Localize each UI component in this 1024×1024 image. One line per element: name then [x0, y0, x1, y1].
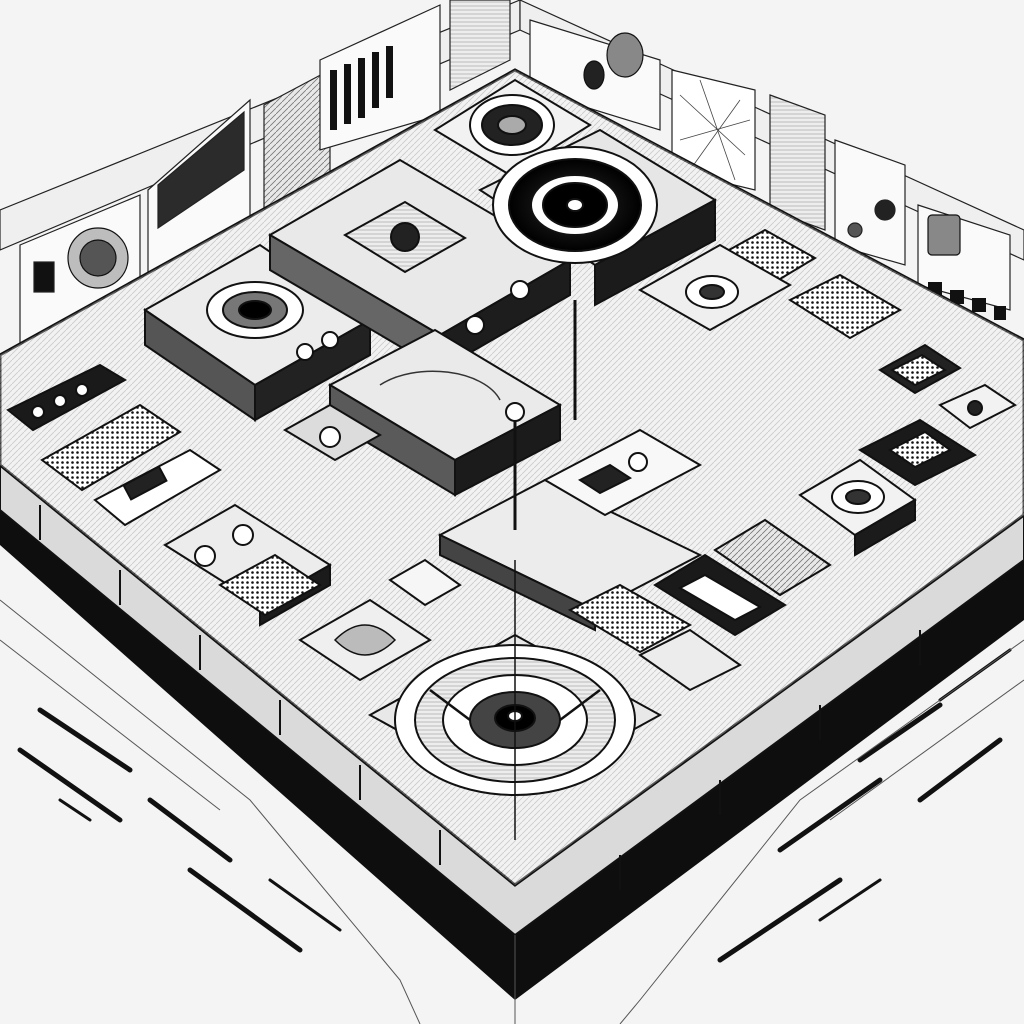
map-lines: [679, 79, 751, 181]
left-panel-5: [449, 0, 511, 91]
knob-icon: [628, 452, 648, 472]
center-stack: [283, 300, 703, 632]
bar-stripes: [330, 46, 393, 130]
knob-small-icon: [847, 222, 863, 238]
knob-icon: [194, 545, 216, 567]
knob-icon: [874, 199, 896, 221]
module-panel: [638, 628, 742, 692]
module-screen: [713, 518, 832, 597]
knob-icon: [296, 343, 314, 361]
lower-left-modules: [163, 503, 462, 682]
raised-block-chip: [268, 158, 572, 372]
vent-grille-icon: [787, 273, 903, 340]
small-box: [388, 558, 462, 607]
right-panel-2: [769, 94, 826, 231]
raised-block-speaker: [143, 243, 372, 422]
square-indicators: [928, 282, 1006, 320]
dial-spoke: [429, 689, 471, 721]
knob-icon: [505, 402, 525, 422]
dial-core-icon: [699, 284, 725, 300]
vent-grille-icon: [567, 583, 693, 654]
oval-icon: [606, 32, 644, 78]
cartridge-label: [677, 573, 763, 622]
dial-core-icon: [845, 489, 871, 505]
led-icon: [75, 383, 89, 397]
knob-icon: [510, 280, 530, 300]
knob-icon: [232, 524, 254, 546]
bottom-dial-assembly: [367, 560, 663, 840]
shield-icon: [333, 624, 397, 656]
indicator-block: [577, 463, 633, 495]
led-icon: [31, 405, 45, 419]
chip-grid: [888, 430, 952, 469]
vent-grille-icon: [40, 403, 182, 492]
lens-highlight-icon: [566, 198, 584, 212]
speaker-core-icon: [238, 300, 272, 320]
lower-plate-side: [439, 533, 596, 632]
lens-plate-side: [594, 198, 716, 307]
background-right-panels: [519, 0, 1024, 320]
gradient-screen: [157, 110, 245, 230]
lens-assembly: [433, 78, 718, 307]
knob-icon: [465, 315, 485, 335]
edge-ticks: [39, 505, 921, 890]
left-modules: [6, 363, 222, 527]
chip-core-icon: [390, 222, 420, 252]
module-dial-box-side: [854, 498, 916, 557]
led-icon: [53, 394, 67, 408]
knob-icon: [967, 400, 983, 416]
block-side-right: [454, 403, 561, 497]
floor-guides: [0, 599, 1024, 1024]
speaker-core-icon: [497, 115, 527, 135]
arc-trace: [379, 370, 501, 401]
oval-dark-icon: [583, 60, 605, 90]
indicator-block: [33, 261, 55, 293]
right-panel-map: [671, 69, 756, 191]
speaker-cone-icon: [79, 239, 117, 277]
chip-grid: [889, 353, 948, 387]
monitor-icon: [927, 214, 961, 256]
background-left-panels: [0, 0, 521, 361]
dial-spoke: [559, 689, 601, 721]
vent-grille-icon: [218, 553, 322, 617]
cassette-slot: [122, 465, 168, 501]
knob-icon: [321, 331, 339, 349]
right-modules: [567, 228, 1017, 692]
knob-icon: [319, 426, 341, 448]
